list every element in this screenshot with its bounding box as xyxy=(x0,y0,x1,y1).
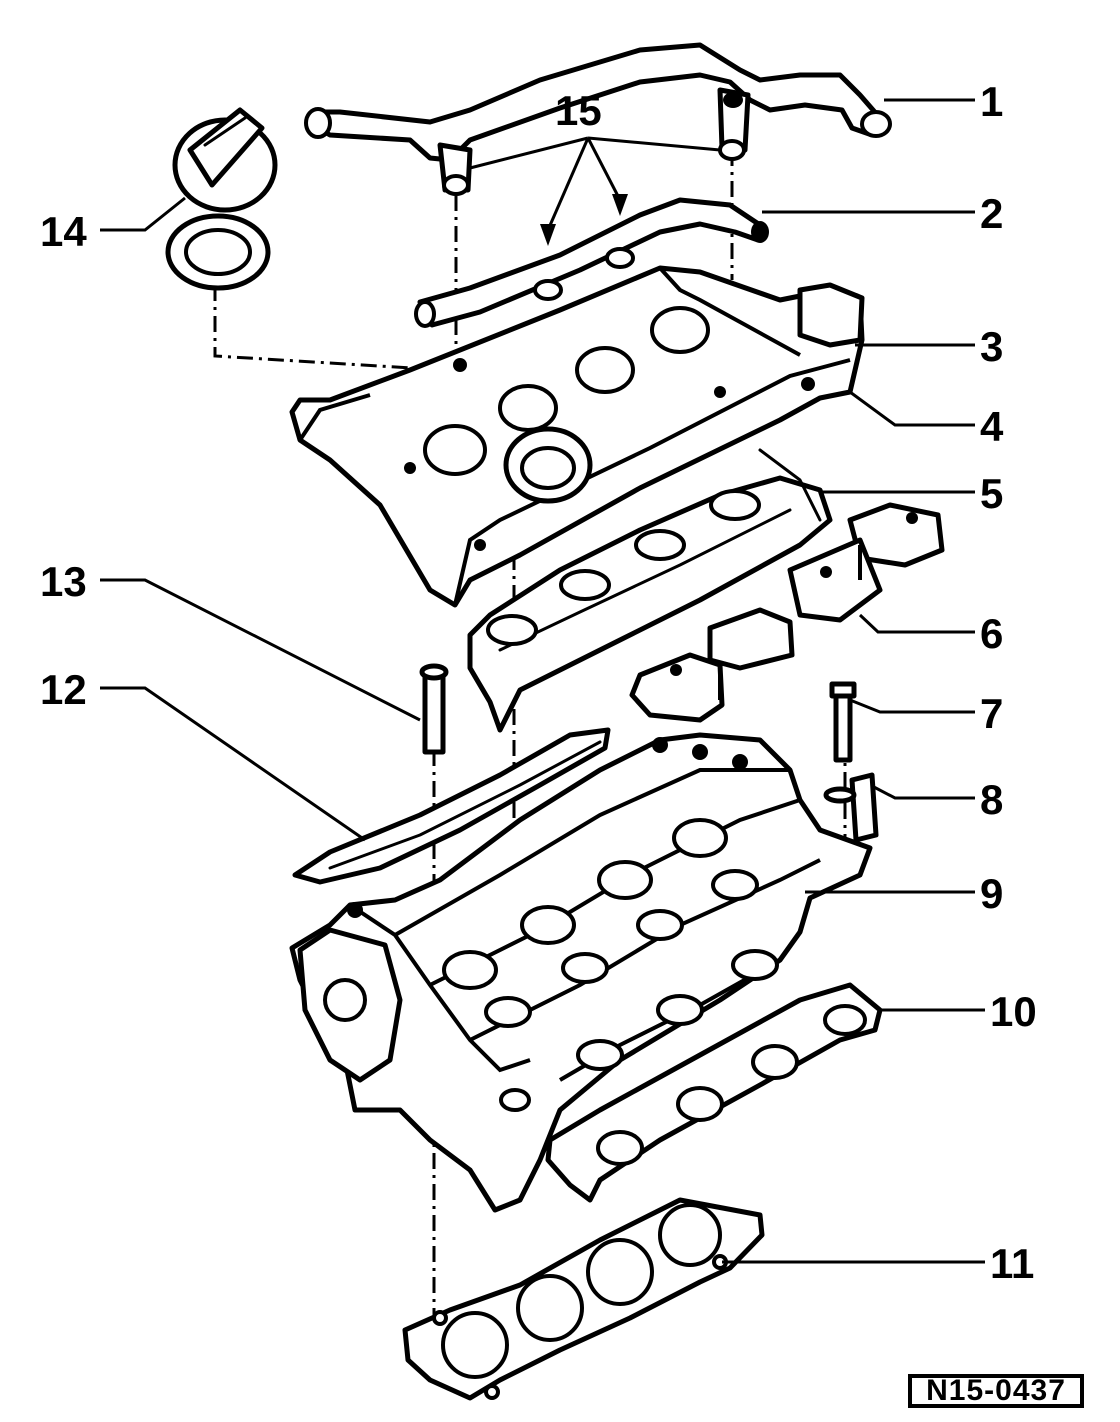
callout-14: 14 xyxy=(40,208,87,255)
callout-15: 15 xyxy=(555,87,602,134)
stud-and-bolt xyxy=(823,681,879,843)
callout-2: 2 xyxy=(980,190,1003,237)
head-gasket xyxy=(402,1197,765,1401)
callout-3: 3 xyxy=(980,323,1003,370)
leader-15d xyxy=(586,137,622,201)
cover-gasket xyxy=(467,448,833,733)
leader-15b xyxy=(587,136,721,152)
callout-8: 8 xyxy=(980,776,1003,823)
hose-grommets xyxy=(442,139,746,301)
leader-8 xyxy=(871,784,975,800)
leader-15c xyxy=(546,137,590,231)
cap-seal xyxy=(165,213,271,291)
arrow-15d xyxy=(612,194,628,216)
callout-1: 1 xyxy=(980,78,1003,125)
seal-strip xyxy=(292,727,611,885)
leader-4 xyxy=(849,390,975,427)
oil-filler-cap xyxy=(172,107,278,213)
bearing-caps xyxy=(629,502,945,723)
leader-12 xyxy=(100,686,366,842)
leader-15a xyxy=(469,136,589,170)
leader-13 xyxy=(100,578,421,722)
vent-pipe xyxy=(414,197,769,328)
callout-13: 13 xyxy=(40,558,87,605)
leader-lines xyxy=(100,98,985,1264)
manifold-gasket xyxy=(545,982,883,1203)
cylinder-head xyxy=(289,732,873,1213)
callout-5: 5 xyxy=(980,470,1003,517)
leader-14 xyxy=(100,196,186,232)
leader-7 xyxy=(849,698,975,714)
callout-10: 10 xyxy=(990,988,1037,1035)
callout-6: 6 xyxy=(980,610,1003,657)
callout-labels: 1 2 3 4 5 6 7 8 9 10 11 12 13 14 15 xyxy=(40,78,1037,1287)
long-bolt xyxy=(419,663,449,755)
callout-12: 12 xyxy=(40,666,87,713)
alignment-line-oil-cap xyxy=(213,285,446,372)
leader-6 xyxy=(858,613,975,634)
callout-4: 4 xyxy=(980,403,1004,450)
callout-7: 7 xyxy=(980,690,1003,737)
reference-code-label: N15-0437 xyxy=(908,1374,1084,1408)
breather-hose xyxy=(304,42,892,193)
arrow-15c xyxy=(540,224,556,246)
callout-11: 11 xyxy=(990,1240,1034,1287)
callout-9: 9 xyxy=(980,870,1003,917)
